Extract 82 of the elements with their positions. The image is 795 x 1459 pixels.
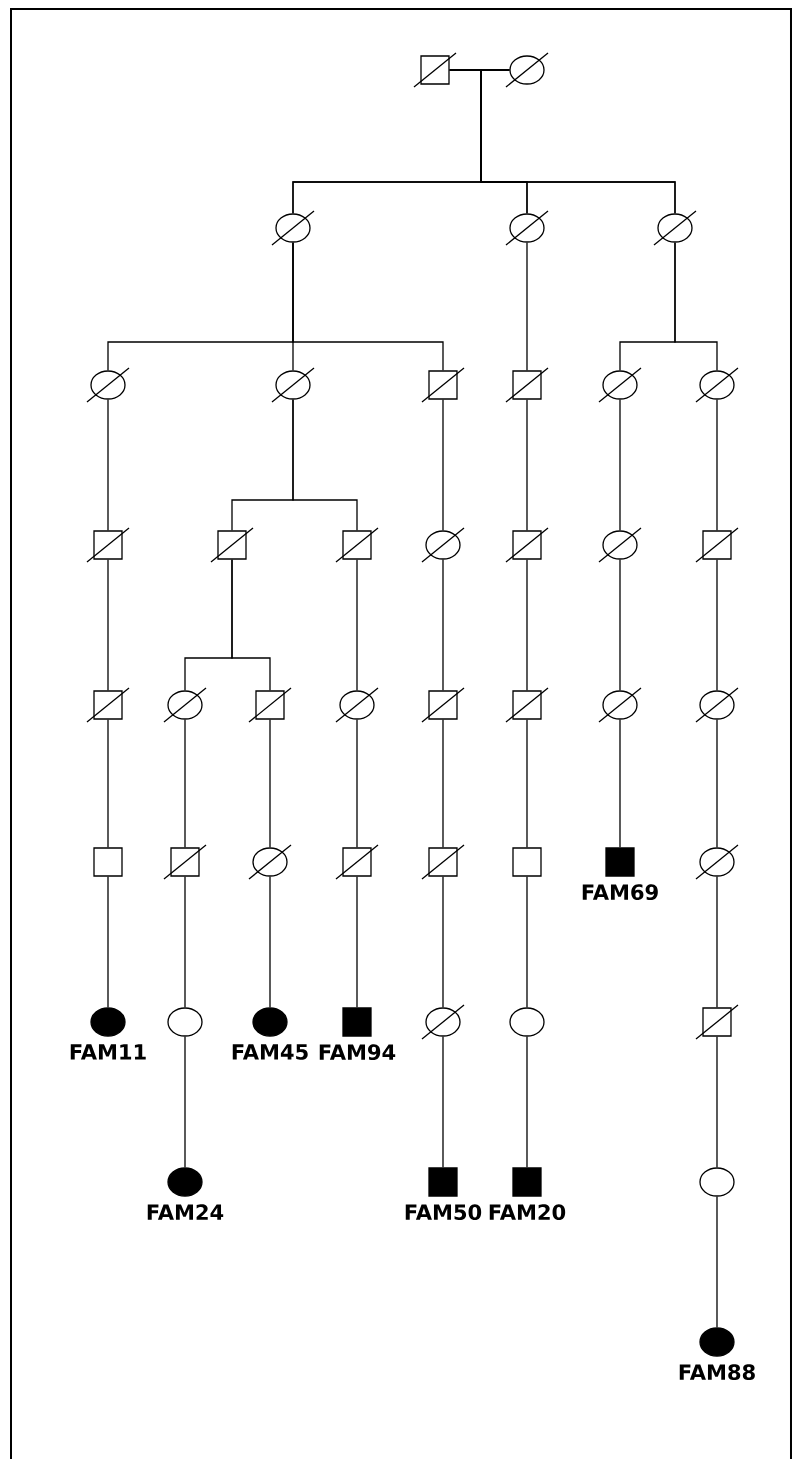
circle-symbol [509, 1007, 545, 1037]
family-id-label: FAM20 [489, 1204, 566, 1221]
connector-line [356, 559, 358, 691]
circle-symbol [505, 52, 549, 88]
family-id-label: FAM94 [319, 1044, 396, 1061]
connector-line [442, 719, 444, 848]
square-symbol [93, 847, 123, 877]
square-symbol [505, 687, 549, 723]
circle-symbol [695, 844, 739, 880]
connector-line [674, 242, 718, 371]
connector-line [184, 719, 186, 848]
connector-line [107, 559, 109, 691]
connector-line [716, 1036, 718, 1168]
circle-symbol [695, 687, 739, 723]
connector-line [356, 876, 358, 1008]
square-symbol [413, 52, 457, 88]
connector-line [269, 719, 271, 848]
connector-line [356, 719, 358, 848]
square-symbol [248, 687, 292, 723]
connector-line [716, 559, 718, 691]
circle-symbol [505, 210, 549, 246]
connector-line [107, 719, 109, 848]
square-symbol [421, 367, 465, 403]
circle-symbol [86, 367, 130, 403]
family-id-label: FAM88 [679, 1364, 755, 1381]
family-id-label: FAM50 [405, 1204, 482, 1221]
square-symbol [512, 847, 542, 877]
connector-line [526, 1036, 528, 1168]
connector-line [526, 876, 528, 1008]
square-symbol [335, 844, 379, 880]
connector-line [442, 876, 444, 1008]
family-id-label: FAM24 [147, 1204, 224, 1220]
circle-symbol [598, 367, 642, 403]
connector-line [442, 559, 444, 691]
connector-line [716, 1196, 718, 1328]
square-symbol [86, 527, 130, 563]
connector-line [184, 1036, 186, 1168]
connector-line [442, 1036, 444, 1168]
connector-line [526, 242, 528, 371]
circle-symbol [271, 210, 315, 246]
circle-symbol [248, 844, 292, 880]
circle-symbol [598, 687, 642, 723]
connector-line [526, 719, 528, 848]
circle-symbol [421, 1004, 465, 1040]
connector-line [269, 876, 271, 1008]
circle-symbol [699, 1167, 735, 1197]
square-symbol [505, 367, 549, 403]
connector-line [107, 876, 109, 1008]
square-symbol [695, 527, 739, 563]
connector-line [442, 399, 444, 531]
circle-symbol [167, 1007, 203, 1037]
circle-symbol [421, 527, 465, 563]
connector-line [292, 399, 358, 531]
square-symbol [335, 527, 379, 563]
connector-line [716, 719, 718, 848]
family-id-label: FAM11 [70, 1044, 146, 1060]
connector-line [619, 399, 621, 531]
connector-line [231, 559, 271, 691]
family-id-label: FAM45 [232, 1044, 308, 1060]
connector-line [107, 399, 109, 531]
connector-line [292, 242, 444, 371]
circle-symbol [598, 527, 642, 563]
connector-line [526, 399, 528, 531]
square-symbol [210, 527, 254, 563]
connector-line [619, 719, 621, 848]
circle-symbol [653, 210, 697, 246]
square-symbol [421, 687, 465, 723]
square-symbol [505, 527, 549, 563]
connector-line [184, 876, 186, 1008]
circle-symbol [163, 687, 207, 723]
circle-symbol [695, 367, 739, 403]
circle-symbol [335, 687, 379, 723]
square-symbol [86, 687, 130, 723]
square-symbol [421, 844, 465, 880]
family-id-label: FAM69 [582, 884, 658, 901]
connector-line [619, 559, 621, 691]
connector-line [526, 559, 528, 691]
connector-line [716, 399, 718, 531]
connector-line [716, 876, 718, 1008]
circle-symbol [271, 367, 315, 403]
square-symbol [163, 844, 207, 880]
square-symbol [695, 1004, 739, 1040]
